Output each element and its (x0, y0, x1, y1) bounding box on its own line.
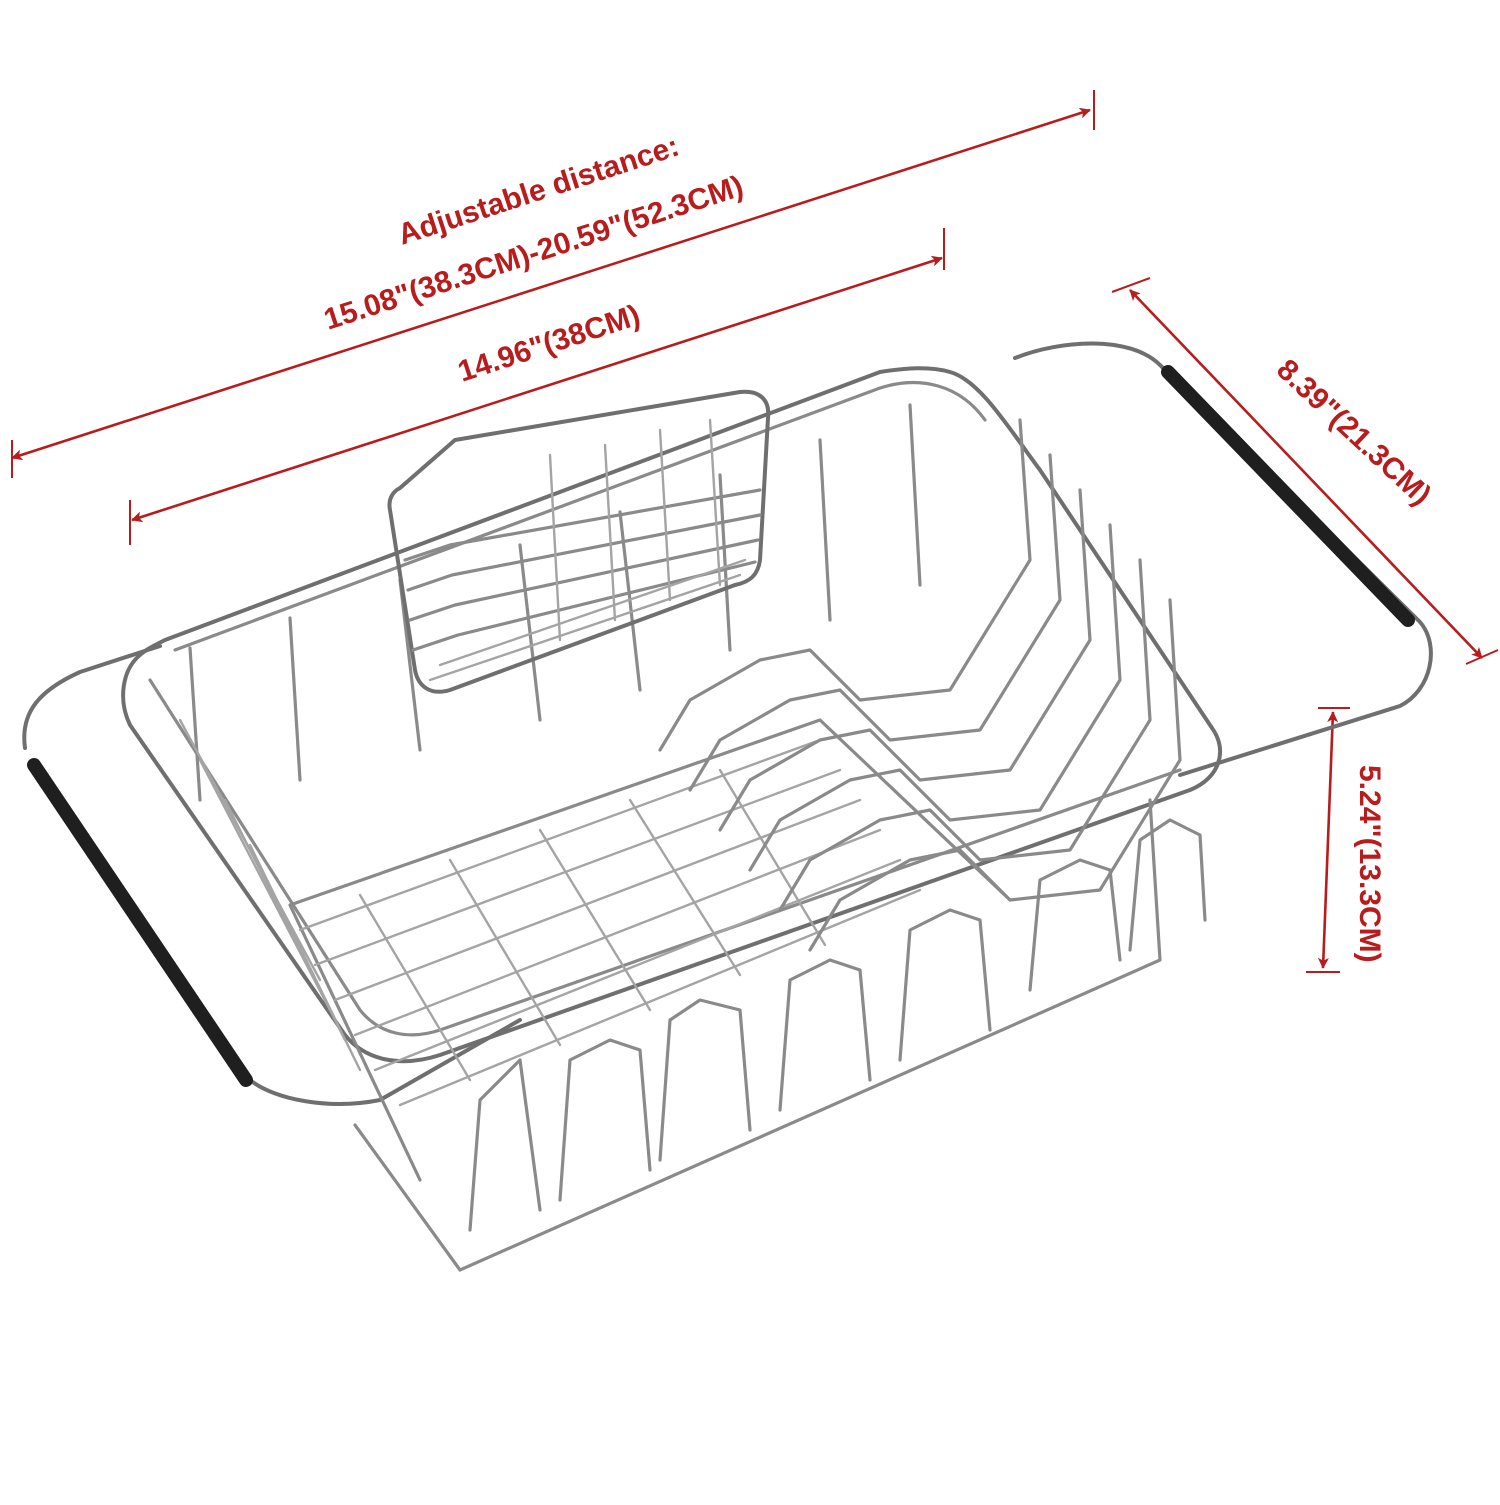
width-tick-bottom (1465, 649, 1499, 665)
utensil-holder-drain-tray (428, 558, 747, 682)
rack-back-wall (188, 403, 922, 802)
rack-left-wall (178, 718, 362, 1072)
extendable-frame (22, 341, 1433, 1106)
width-tick-top (1111, 277, 1151, 293)
left-grip (27, 758, 253, 1087)
rack-front-wall-loops (468, 818, 1207, 1232)
dish-rack-illustration (22, 341, 1433, 1272)
utensil-holder-dividers (548, 418, 722, 642)
rack-top-rim (121, 366, 1222, 1064)
rack-bottom (288, 718, 1162, 1272)
plate-dividers (658, 418, 1182, 952)
width-dimension: 8.39"(21.3CM) (1270, 353, 1437, 512)
adjustable-distance-arrow-icon (11, 107, 1091, 461)
length-dimension: 14.96"(38CM) (454, 299, 644, 389)
utensil-holder-illustration (387, 389, 771, 694)
width-arrow-icon (1129, 289, 1483, 659)
utensil-holder-bands (403, 488, 762, 652)
dimension-lines (11, 90, 1499, 973)
right-grip (1161, 365, 1415, 627)
rack-inner-rim (148, 380, 1182, 1037)
height-dimension: 5.24"(13.3CM) (1353, 765, 1386, 963)
height-arrow-icon (1317, 711, 1339, 969)
length-arrow-icon (131, 255, 943, 523)
utensil-holder-outline (387, 389, 771, 694)
